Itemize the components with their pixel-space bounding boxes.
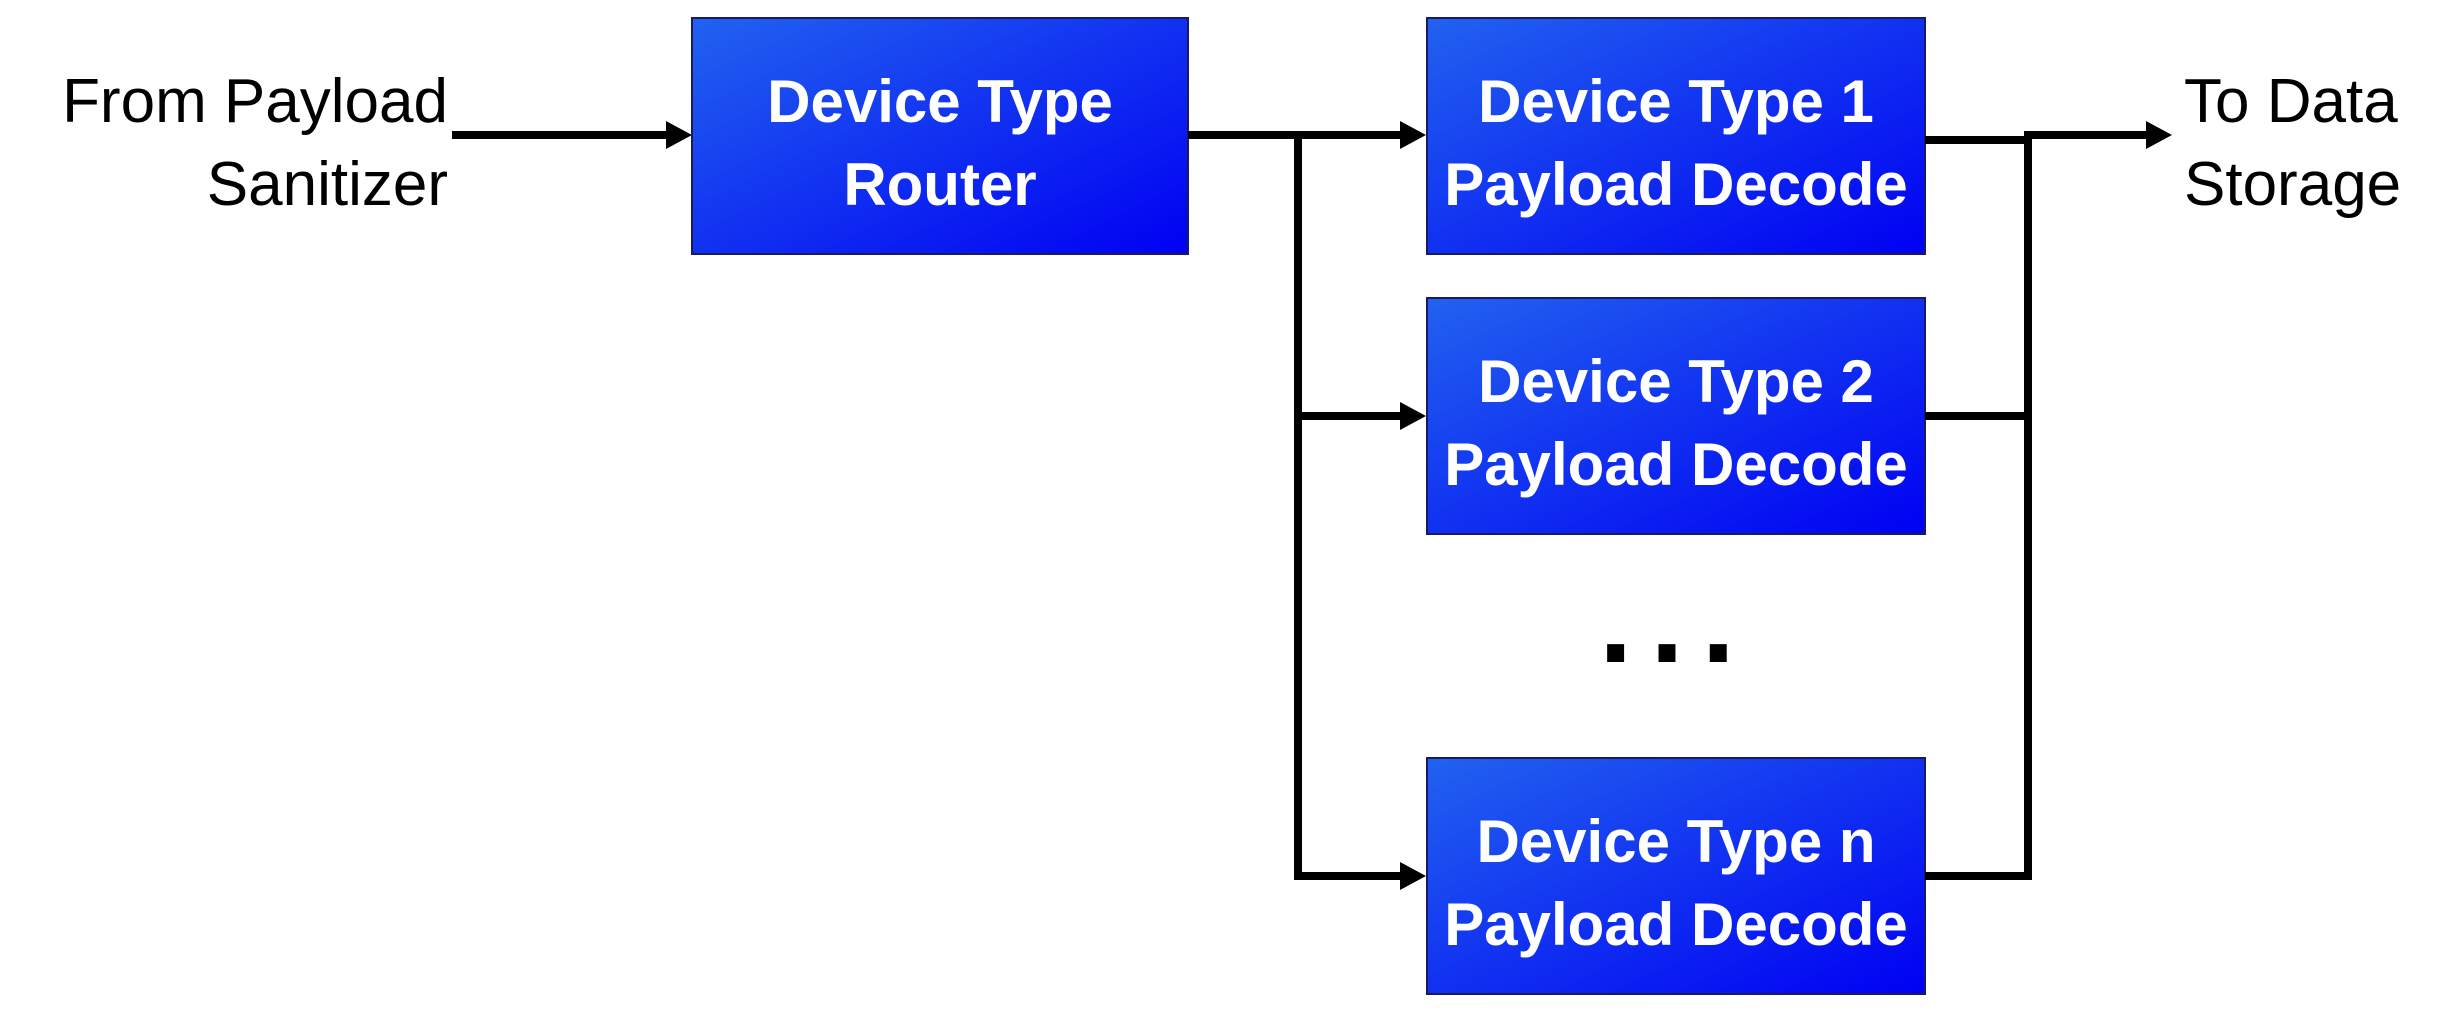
router-box: Device Type Router <box>691 17 1189 255</box>
decoder-box-1: Device Type 1 Payload Decode <box>1426 17 1926 255</box>
branch-arrowhead-n <box>1400 862 1426 890</box>
branch-arrowhead-1 <box>1400 121 1426 149</box>
sink-label: To Data Storage <box>2184 67 2401 219</box>
source-label-line2: Sanitizer <box>207 150 448 219</box>
sink-label-line1: To Data <box>2184 67 2398 136</box>
router-label-line1: Device Type <box>767 68 1113 135</box>
sink-label-line2: Storage <box>2184 150 2401 219</box>
ellipsis: ... <box>1599 554 1753 688</box>
decoder-n-label-line1: Device Type n <box>1476 808 1875 875</box>
decoder-2-label-line1: Device Type 2 <box>1478 348 1874 415</box>
decoder-n-label-line2: Payload Decode <box>1444 891 1908 958</box>
source-label-line1: From Payload <box>62 67 448 136</box>
router-label-line2: Router <box>843 151 1036 218</box>
decoder-2-label-line2: Payload Decode <box>1444 431 1908 498</box>
decoder-1-label-line1: Device Type 1 <box>1478 68 1874 135</box>
input-arrowhead <box>666 121 692 149</box>
source-label: From Payload Sanitizer <box>62 67 448 219</box>
decoder-box-2: Device Type 2 Payload Decode <box>1426 297 1926 535</box>
decoder-1-label-line2: Payload Decode <box>1444 151 1908 218</box>
branch-arrowhead-2 <box>1400 402 1426 430</box>
output-arrowhead <box>2146 121 2172 149</box>
decoder-box-n: Device Type n Payload Decode <box>1426 757 1926 995</box>
